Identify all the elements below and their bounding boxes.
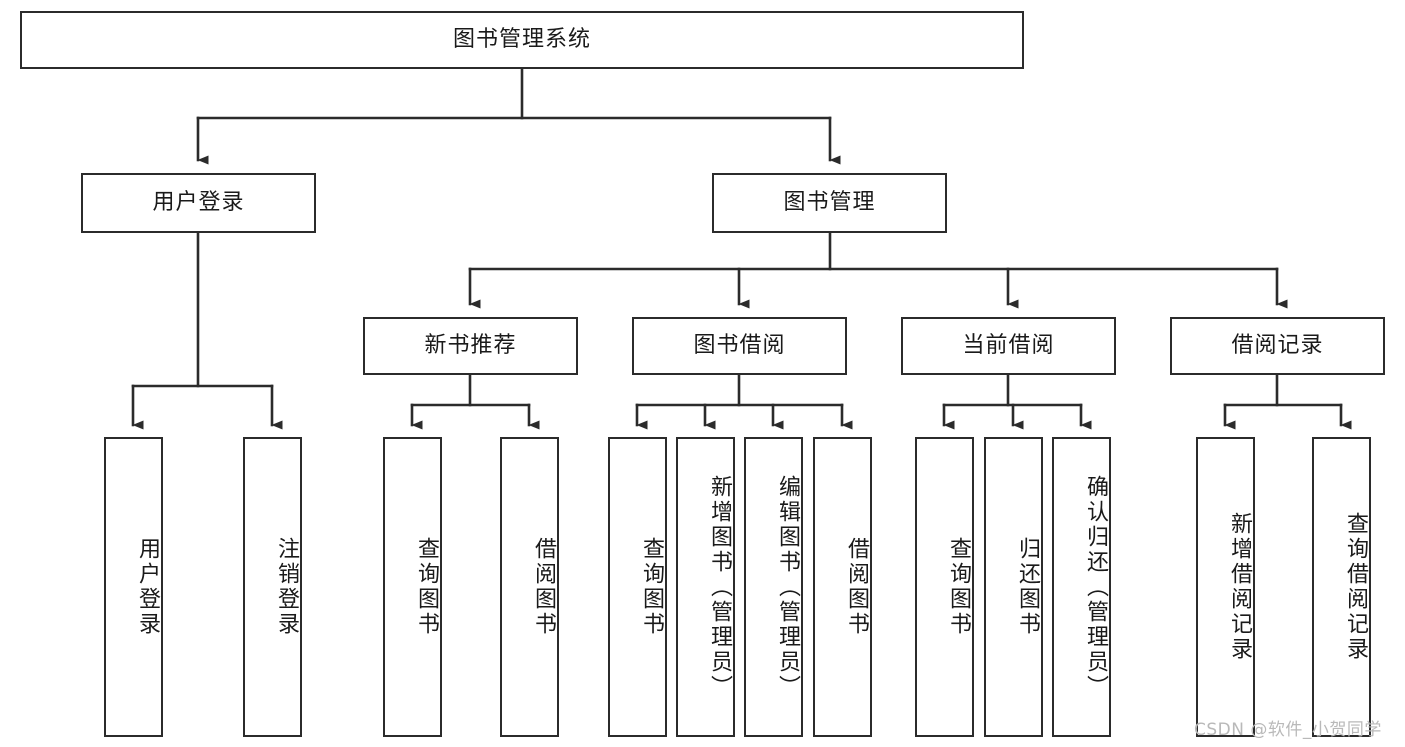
leaf-return-book[interactable]: 归还图书 xyxy=(984,437,1043,737)
leaf-label: 查询图书 xyxy=(946,537,971,637)
leaf-add-record[interactable]: 新增借阅记录 xyxy=(1196,437,1255,737)
leaf-label: 查询图书 xyxy=(639,537,664,637)
leaf-label: 借阅图书 xyxy=(844,537,869,637)
leaf-query-book-2[interactable]: 查询图书 xyxy=(608,437,667,737)
leaf-user-logout[interactable]: 注销登录 xyxy=(243,437,302,737)
leaf-label: 借阅图书 xyxy=(531,537,556,637)
leaf-label: 查询借阅记录 xyxy=(1343,512,1368,662)
leaf-label: 查询图书 xyxy=(414,537,439,637)
leaf-label: 编辑图书（管理员） xyxy=(775,474,800,700)
node-book-manage[interactable]: 图书管理 xyxy=(712,173,947,233)
leaf-query-book-1[interactable]: 查询图书 xyxy=(383,437,442,737)
leaf-borrow-book-2[interactable]: 借阅图书 xyxy=(813,437,872,737)
leaf-user-login[interactable]: 用户登录 xyxy=(104,437,163,737)
node-root-system[interactable]: 图书管理系统 xyxy=(20,11,1024,69)
csdn-watermark: CSDN @软件_小贺同学 xyxy=(1194,720,1382,740)
node-current-borrow[interactable]: 当前借阅 xyxy=(901,317,1116,375)
leaf-borrow-book-1[interactable]: 借阅图书 xyxy=(500,437,559,737)
leaf-label: 用户登录 xyxy=(135,537,160,637)
leaf-query-book-3[interactable]: 查询图书 xyxy=(915,437,974,737)
leaf-query-record[interactable]: 查询借阅记录 xyxy=(1312,437,1371,737)
leaf-confirm-return[interactable]: 确认归还（管理员） xyxy=(1052,437,1111,737)
leaf-label: 新增图书（管理员） xyxy=(707,474,732,700)
leaf-label: 新增借阅记录 xyxy=(1227,512,1252,662)
node-new-book-recommend[interactable]: 新书推荐 xyxy=(363,317,578,375)
leaf-label: 确认归还（管理员） xyxy=(1083,474,1108,700)
node-book-borrow[interactable]: 图书借阅 xyxy=(632,317,847,375)
leaf-label: 归还图书 xyxy=(1015,537,1040,637)
node-borrow-record[interactable]: 借阅记录 xyxy=(1170,317,1385,375)
leaf-label: 注销登录 xyxy=(274,537,299,637)
node-user-login[interactable]: 用户登录 xyxy=(81,173,316,233)
leaf-edit-book[interactable]: 编辑图书（管理员） xyxy=(744,437,803,737)
leaf-add-book[interactable]: 新增图书（管理员） xyxy=(676,437,735,737)
